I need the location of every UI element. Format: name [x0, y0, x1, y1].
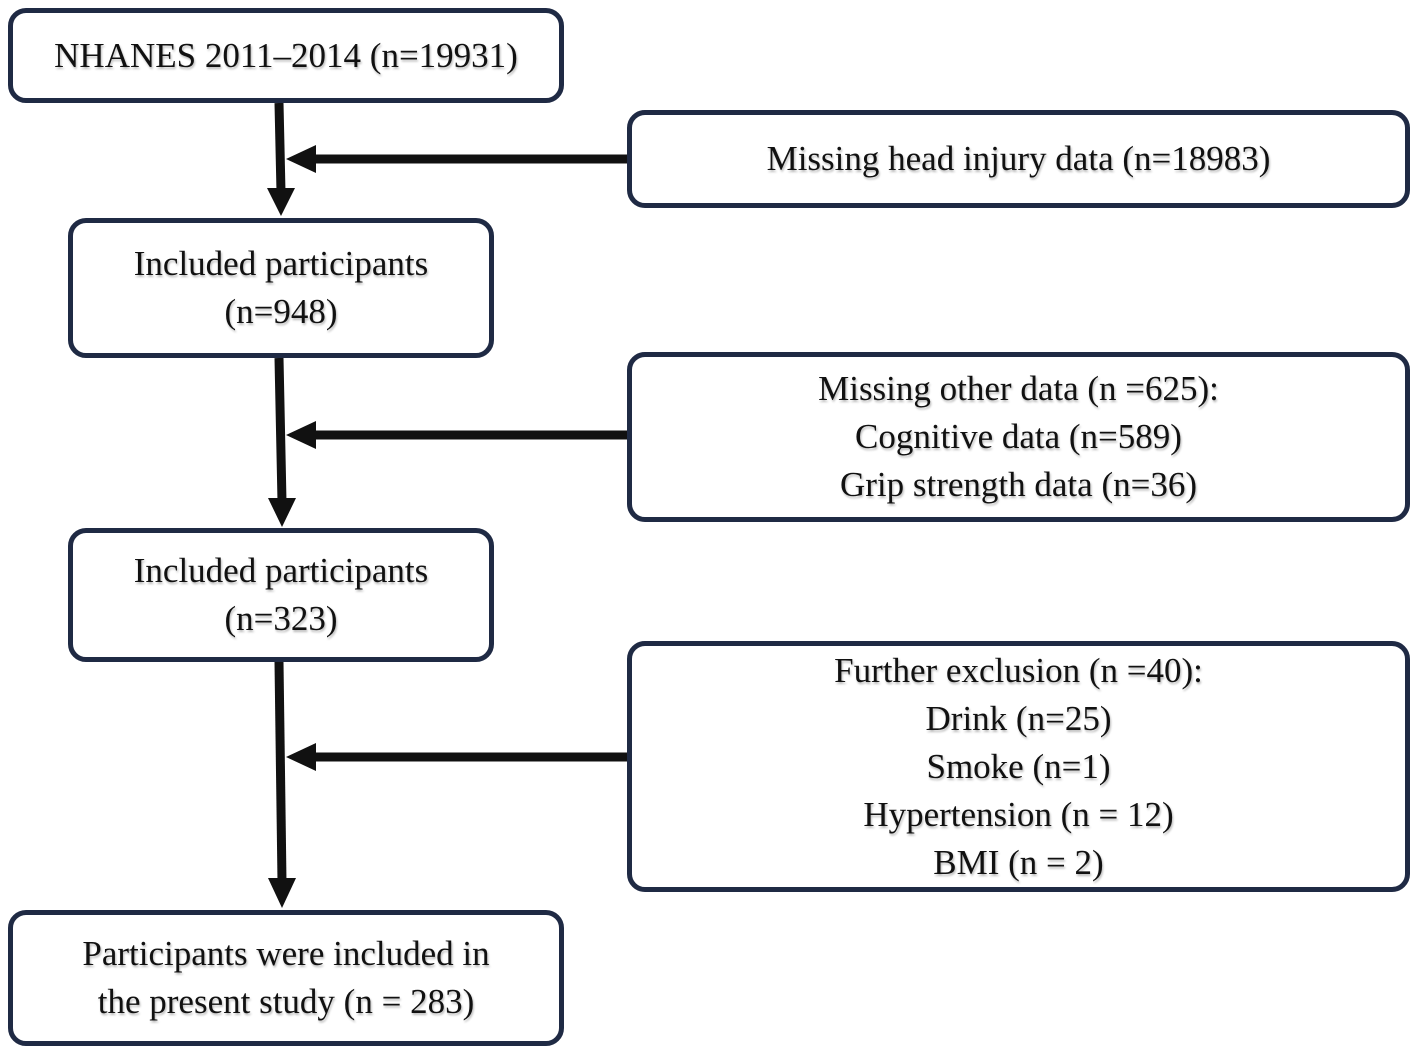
further-item-hypertension: Hypertension (n = 12)	[863, 794, 1174, 834]
exclusion-arrow-3	[286, 743, 627, 771]
final-line-1: Participants were included in	[82, 934, 490, 973]
main-arrow-3	[268, 661, 296, 908]
exclusion-arrow-1	[286, 145, 627, 173]
start-text: NHANES 2011–2014 (n=19931)	[54, 35, 518, 75]
included-box-1: Included participants (n=948)	[68, 218, 494, 358]
start-box: NHANES 2011–2014 (n=19931)	[8, 8, 564, 103]
main-arrow-2	[268, 357, 296, 527]
final-line-2: the present study (n = 283)	[97, 982, 475, 1021]
further-title: Further exclusion (n =40):	[834, 650, 1203, 690]
included-box-2: Included participants (n=323)	[68, 528, 494, 662]
exclusion-box-further: Further exclusion (n =40): Drink (n=25) …	[627, 641, 1410, 892]
further-item-smoke: Smoke (n=1)	[926, 746, 1111, 786]
other-data-title: Missing other data (n =625):	[818, 369, 1219, 408]
final-box: Participants were included in the presen…	[8, 910, 564, 1046]
exclusion-box-other-data: Missing other data (n =625): Cognitive d…	[627, 352, 1410, 522]
main-arrow-1	[267, 102, 295, 216]
included-1-label: Included participants	[133, 244, 429, 283]
other-data-item-cognitive: Cognitive data (n=589)	[855, 417, 1182, 456]
further-item-drink: Drink (n=25)	[925, 698, 1112, 738]
other-data-item-grip: Grip strength data (n=36)	[839, 465, 1197, 504]
included-2-label: Included participants	[133, 551, 429, 590]
included-2-count: (n=323)	[224, 599, 338, 638]
exclusion-arrow-2	[286, 421, 627, 449]
head-injury-text: Missing head injury data (n=18983)	[766, 139, 1271, 178]
further-item-bmi: BMI (n = 2)	[933, 842, 1104, 882]
exclusion-box-head-injury: Missing head injury data (n=18983)	[627, 110, 1410, 208]
included-1-count: (n=948)	[224, 292, 338, 331]
